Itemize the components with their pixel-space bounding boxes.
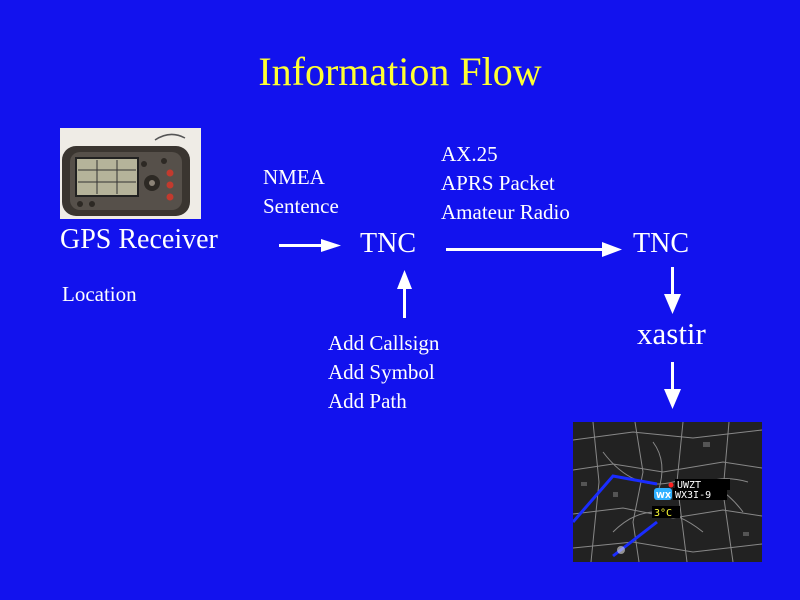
arrow-tnc-to-tnc (446, 242, 622, 257)
nmea-sentence-label: NMEA Sentence (263, 163, 339, 221)
add-symbol-line: Add Symbol (328, 360, 435, 384)
ax25-line-2: APRS Packet (441, 171, 555, 195)
arrow-gps-to-tnc (279, 239, 341, 252)
xastir-node: xastir (637, 316, 706, 351)
nmea-line-2: Sentence (263, 194, 339, 218)
ax25-line-3: Amateur Radio (441, 200, 570, 224)
location-label: Location (62, 282, 137, 306)
ax25-label: AX.25 APRS Packet Amateur Radio (441, 140, 570, 227)
add-callsign-line: Add Callsign (328, 331, 440, 355)
add-path-line: Add Path (328, 389, 407, 413)
arrow-add-up-to-tnc (397, 270, 412, 318)
add-info-label: Add Callsign Add Symbol Add Path (328, 329, 439, 416)
gps-receiver-photo (60, 128, 201, 219)
xastir-map-screenshot: UWZT WX WX3I-9 3°C (573, 422, 762, 562)
ax25-line-1: AX.25 (441, 142, 498, 166)
arrow-tnc-down-to-xastir (664, 267, 681, 314)
map-symbol-label: WX (656, 491, 672, 500)
arrow-xastir-down-to-map (664, 362, 681, 409)
map-temperature-label: 3°C (654, 508, 672, 519)
slide-title: Information Flow (258, 49, 542, 94)
gps-receiver-label: GPS Receiver (60, 224, 218, 255)
tnc-right-node: TNC (633, 228, 689, 259)
nmea-line-1: NMEA (263, 165, 325, 189)
map-callsign-ghost: UWZT (677, 480, 701, 491)
tnc-left-node: TNC (360, 228, 416, 259)
map-callsign-label: WX3I-9 (675, 490, 711, 501)
